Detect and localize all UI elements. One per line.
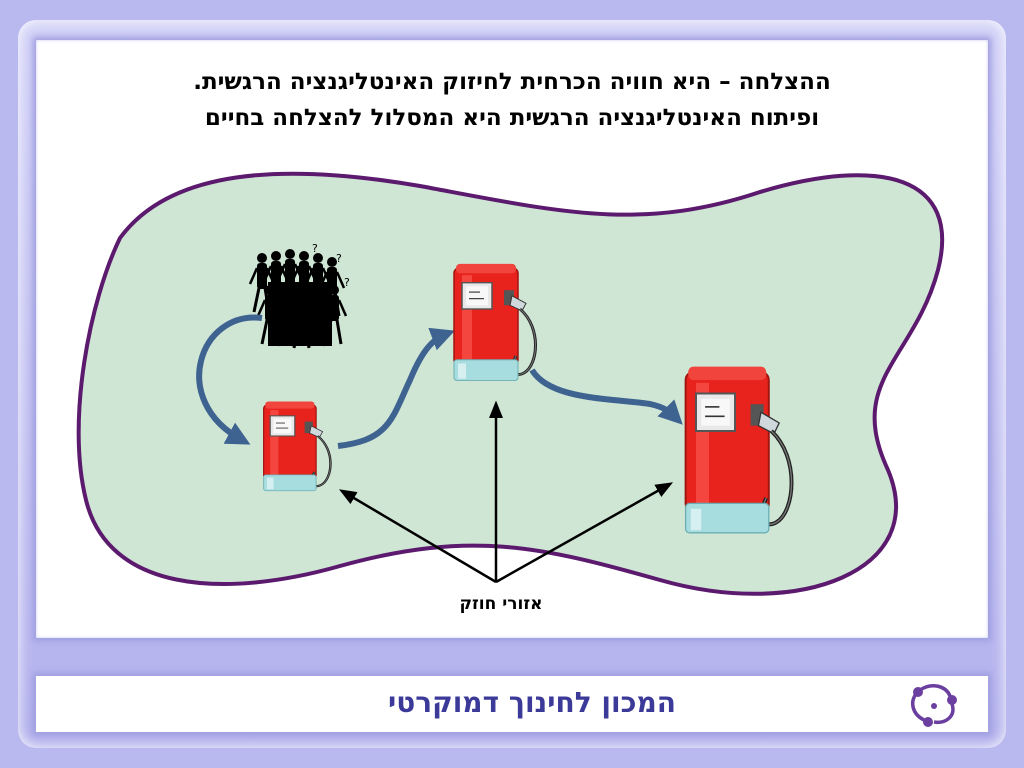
institute-name: המכון לחינוך דמוקרטי xyxy=(387,686,676,719)
strength-areas-label: אזורי חוזק xyxy=(459,594,542,614)
title-line-1: ההצלחה – היא חוויה הכרחית לחיזוק האינטלי… xyxy=(193,69,831,95)
curved-arrow-icon xyxy=(337,327,455,449)
svg-text:?: ? xyxy=(312,242,318,255)
growth-area-blob xyxy=(76,171,945,596)
curved-arrow-icon xyxy=(196,314,263,445)
footer-band xyxy=(36,676,988,732)
logo-icon xyxy=(902,678,964,730)
curved-arrow-icon xyxy=(529,368,683,425)
title-line-2: ופיתוח האינטליגנציה הרגשית היא המסלול לה… xyxy=(204,105,820,131)
crowd-icon: ? ? ? xyxy=(248,242,350,350)
svg-text:?: ? xyxy=(344,276,350,289)
svg-text:?: ? xyxy=(336,252,342,265)
slide-title: ההצלחה – היא חוויה הכרחית לחיזוק האינטלי… xyxy=(36,64,988,136)
strength-pointer-arrows xyxy=(338,400,674,584)
